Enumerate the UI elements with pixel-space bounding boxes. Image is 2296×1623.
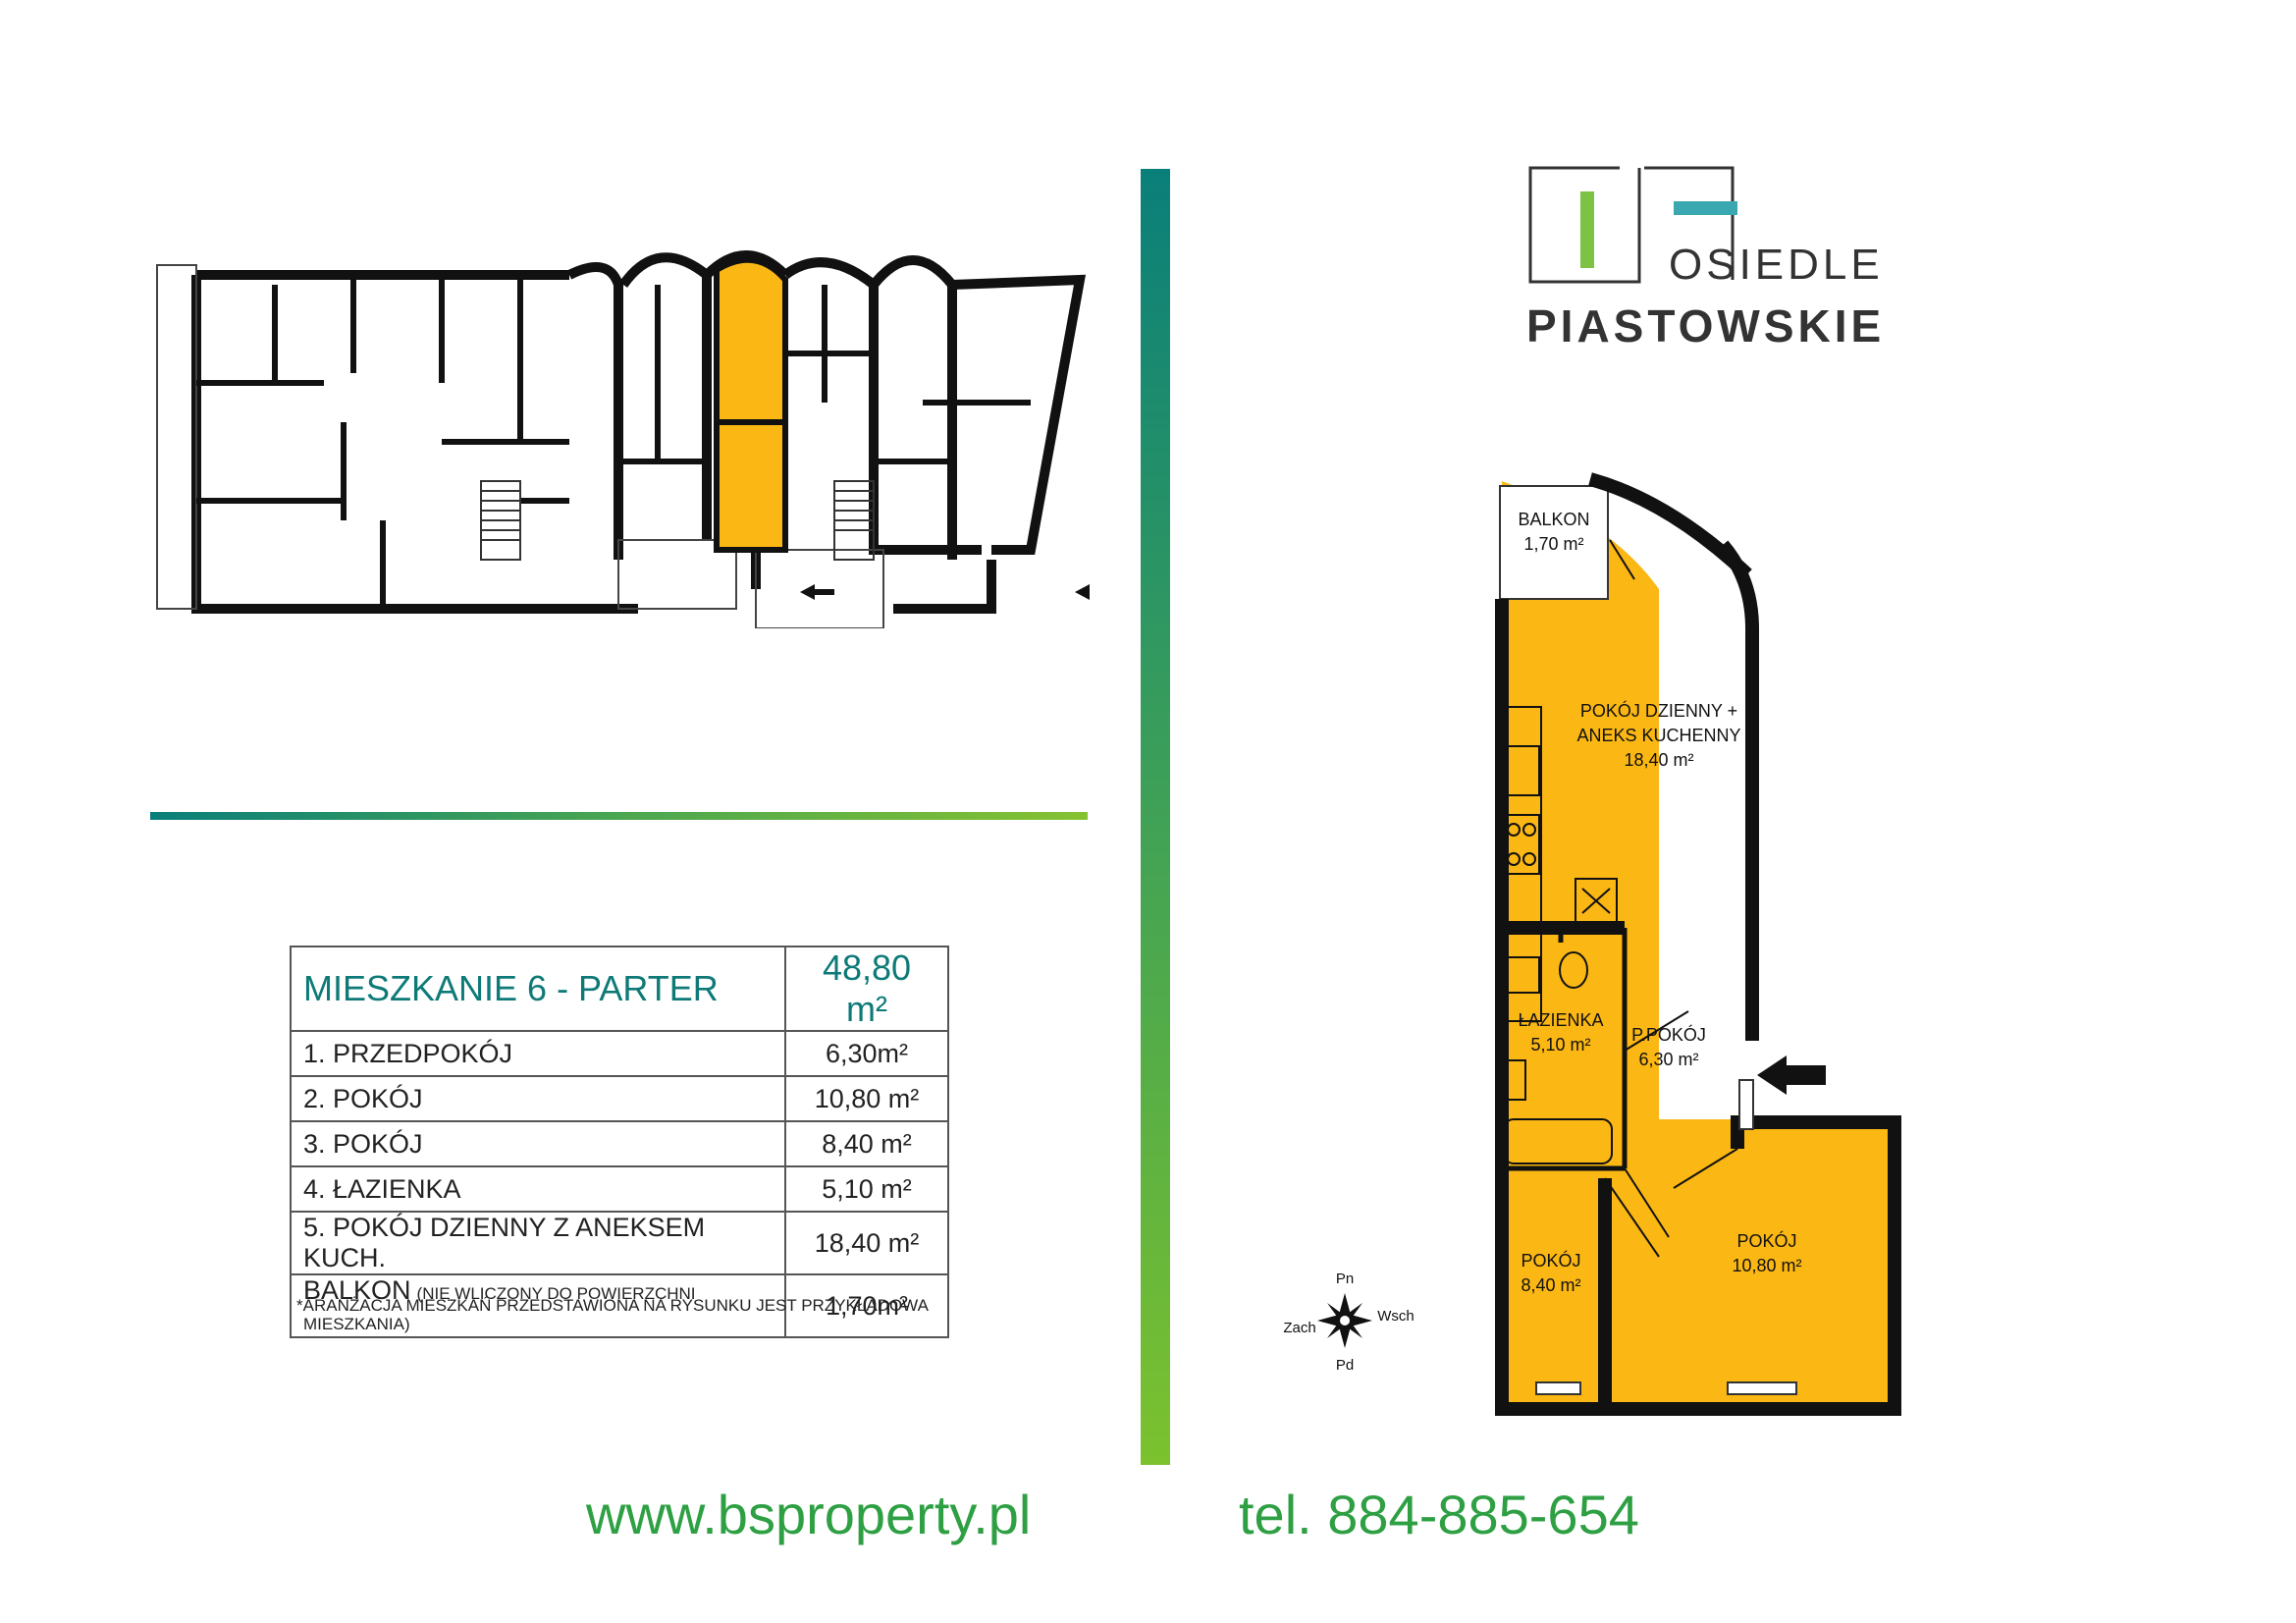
footer-website[interactable]: www.bsproperty.pl xyxy=(586,1484,1032,1545)
label-bath-area: 5,10 m² xyxy=(1530,1035,1590,1055)
label-bath-name: ŁAZIENKA xyxy=(1518,1010,1603,1030)
table-row: 4. ŁAZIENKA 5,10 m² xyxy=(290,1165,949,1213)
room-area: 5,10 m² xyxy=(784,1165,949,1213)
apartment-area-table: MIESZKANIE 6 - PARTER 48,80 m² 1. PRZEDP… xyxy=(290,946,949,1338)
label-room-small-area: 8,40 m² xyxy=(1521,1275,1580,1295)
label-room-small-name: POKÓJ xyxy=(1521,1250,1580,1271)
logo-line-1: OSIEDLE xyxy=(1669,241,1884,289)
balcony-label-cell: BALKON(NIE WLICZONY DO POWIERZCHNI MIESZ… xyxy=(290,1273,786,1338)
label-room-large-name: POKÓJ xyxy=(1736,1230,1796,1251)
table-row: 2. POKÓJ 10,80 m² xyxy=(290,1075,949,1122)
building-key-plan xyxy=(156,250,1090,628)
footer-phone[interactable]: tel. 884-885-654 xyxy=(1239,1484,1639,1545)
layout-footnote: *ARANŻACJA MIESZKAŃ PRZEDSTAWIONA NA RYS… xyxy=(296,1296,929,1315)
compass-n: Pn xyxy=(1336,1271,1354,1287)
compass-e: Wsch xyxy=(1377,1308,1415,1325)
label-hall-area: 6,30 m² xyxy=(1638,1050,1698,1069)
label-hall-name: P.POKÓJ xyxy=(1631,1024,1706,1045)
room-label: 2. POKÓJ xyxy=(290,1075,786,1122)
apartment-floor-plan: BALKON 1,70 m² POKÓJ DZIENNY + ANEKS KUC… xyxy=(1283,472,1901,1416)
compass-s: Pd xyxy=(1336,1357,1354,1374)
label-room-large-area: 10,80 m² xyxy=(1732,1256,1801,1275)
label-living-area: 18,40 m² xyxy=(1624,750,1693,770)
table-row: 3. POKÓJ 8,40 m² xyxy=(290,1120,949,1167)
room-label: 4. ŁAZIENKA xyxy=(290,1165,786,1213)
room-label: 3. POKÓJ xyxy=(290,1120,786,1167)
balcony-note: (NIE WLICZONY DO POWIERZCHNI MIESZKANIA) xyxy=(303,1284,696,1333)
balcony-label: BALKON xyxy=(303,1275,411,1305)
table-row: 1. PRZEDPOKÓJ 6,30m² xyxy=(290,1030,949,1077)
apartment-total-area: 48,80 m² xyxy=(784,946,949,1032)
vertical-divider xyxy=(1141,169,1170,1465)
room-area: 8,40 m² xyxy=(784,1120,949,1167)
room-label: 5. POKÓJ DZIENNY Z ANEKSEM KUCH. xyxy=(290,1211,786,1275)
label-living-name1: POKÓJ DZIENNY + xyxy=(1580,700,1737,721)
label-living-name2: ANEKS KUCHENNY xyxy=(1576,726,1740,745)
table-row: 5. POKÓJ DZIENNY Z ANEKSEM KUCH. 18,40 m… xyxy=(290,1211,949,1275)
table-header-row: MIESZKANIE 6 - PARTER 48,80 m² xyxy=(290,946,949,1032)
compass-w: Zach xyxy=(1283,1320,1315,1336)
balcony-area: 1,70m² xyxy=(784,1273,949,1338)
logo-mark xyxy=(1528,166,1737,284)
table-row-balcony: BALKON(NIE WLICZONY DO POWIERZCHNI MIESZ… xyxy=(290,1273,949,1338)
room-label: 1. PRZEDPOKÓJ xyxy=(290,1030,786,1077)
apartment-title: MIESZKANIE 6 - PARTER xyxy=(290,946,786,1032)
room-area: 10,80 m² xyxy=(784,1075,949,1122)
label-balcony-name: BALKON xyxy=(1518,510,1589,529)
room-area: 6,30m² xyxy=(784,1030,949,1077)
label-balcony-area: 1,70 m² xyxy=(1523,534,1583,554)
horizontal-divider xyxy=(150,812,1088,820)
compass-rose-icon: Pn Pd Zach Wsch xyxy=(1283,1271,1414,1374)
room-area: 18,40 m² xyxy=(784,1211,949,1275)
logo-line-2: PIASTOWSKIE xyxy=(1526,300,1886,352)
osiedle-logo: OSIEDLE PIASTOWSKIE xyxy=(1526,162,1881,352)
